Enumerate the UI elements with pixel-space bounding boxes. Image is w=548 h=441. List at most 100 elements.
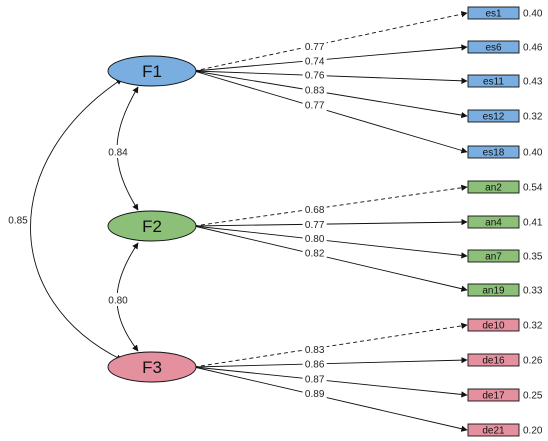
indicator-name: de16 — [482, 356, 505, 367]
error-variance-de10: 0.32 — [523, 321, 543, 332]
loading-label-bg — [302, 98, 327, 112]
correlation-value-f1-f3: 0.85 — [8, 216, 28, 227]
loading-value-de21: 0.89 — [305, 389, 325, 400]
error-variance-an7: 0.35 — [523, 252, 543, 263]
error-variance-an4: 0.41 — [523, 218, 543, 229]
loading-label-bg — [302, 39, 327, 53]
loading-label-bg — [302, 386, 327, 400]
indicator-de17: de17 0.25 — [467, 388, 543, 402]
loading-value-es12: 0.83 — [305, 85, 325, 96]
loading-path-group: 0.770.740.760.830.770.680.770.800.820.83… — [193, 11, 468, 432]
error-variance-es1: 0.40 — [523, 9, 543, 20]
loading-path-es18 — [193, 70, 468, 154]
loading-value-de10: 0.83 — [305, 345, 325, 356]
loading-label-bg — [302, 342, 327, 356]
indicator-es18: es18 0.40 — [467, 145, 543, 159]
indicator-box — [467, 423, 520, 437]
loading-label-bg — [302, 371, 327, 385]
loading-path-es1 — [193, 11, 468, 72]
indicator-box — [467, 353, 520, 367]
loading-label-bg — [302, 53, 327, 67]
error-variance-es18: 0.40 — [523, 148, 543, 159]
loading-label-bg — [302, 357, 327, 371]
correlation-value-f2-f3: 0.80 — [108, 296, 128, 307]
indicator-name: es12 — [483, 112, 505, 123]
loading-value-de17: 0.87 — [305, 374, 325, 385]
loading-path-an2 — [193, 184, 468, 227]
indicator-an4: an4 0.41 — [467, 215, 543, 229]
error-variance-es12: 0.32 — [523, 112, 543, 123]
loading-value-an7: 0.80 — [305, 234, 325, 245]
error-variance-de21: 0.20 — [523, 426, 543, 437]
factor-ellipse — [107, 55, 197, 87]
loading-path-de16 — [193, 356, 468, 368]
loading-value-an4: 0.77 — [305, 220, 325, 231]
factor-correlation-group: 0.84 0.80 0.85 — [6, 78, 139, 361]
indicator-es6: es6 0.46 — [467, 40, 543, 54]
correlation-label-bg — [6, 213, 30, 226]
indicator-de10: de10 0.32 — [467, 318, 543, 332]
factor-f1: F1 — [107, 55, 197, 87]
factor-f3: F3 — [107, 351, 197, 383]
indicator-name: es11 — [483, 77, 504, 88]
error-variance-an19: 0.33 — [523, 286, 543, 297]
factor-ellipse — [107, 210, 197, 242]
loading-path-es11 — [193, 70, 468, 84]
loading-path-an7 — [193, 225, 468, 259]
loading-label-bg — [302, 245, 327, 259]
indicator-box — [467, 109, 520, 123]
indicator-box — [467, 215, 520, 229]
indicator-name: an2 — [485, 183, 502, 194]
indicator-name: an4 — [485, 218, 502, 229]
indicator-box — [467, 74, 520, 88]
indicator-name: es6 — [485, 43, 502, 54]
indicator-de16: de16 0.26 — [467, 353, 543, 367]
indicator-box — [467, 6, 520, 20]
loading-value-es11: 0.76 — [305, 71, 325, 82]
loading-path-an4 — [193, 218, 468, 227]
factor-label: F1 — [142, 62, 162, 81]
loading-value-de16: 0.86 — [305, 360, 325, 371]
indicator-name: de10 — [482, 321, 505, 332]
factor-ellipse — [107, 351, 197, 383]
indicator-box — [467, 145, 520, 159]
indicator-an2: an2 0.54 — [467, 180, 543, 194]
indicator-es12: es12 0.32 — [467, 109, 543, 123]
loading-label-bg — [302, 202, 327, 216]
loading-path-de21 — [193, 366, 468, 432]
error-variance-de17: 0.25 — [523, 391, 543, 402]
indicator-box — [467, 388, 520, 402]
correlation-value-f1-f2: 0.84 — [108, 148, 128, 159]
error-variance-es6: 0.46 — [523, 43, 543, 54]
loading-label-bg — [302, 231, 327, 245]
indicator-box — [467, 318, 520, 332]
indicator-name: de17 — [482, 391, 505, 402]
indicator-box — [467, 40, 520, 54]
indicator-box — [467, 283, 520, 297]
factor-f2: F2 — [107, 210, 197, 242]
loading-path-es6 — [193, 44, 468, 72]
indicator-name: an7 — [485, 252, 502, 263]
correlation-arrow-f1-f3 — [30, 78, 123, 361]
indicator-an7: an7 0.35 — [467, 249, 543, 263]
loading-value-an19: 0.82 — [305, 248, 325, 259]
indicator-box — [467, 249, 520, 263]
loading-value-es18: 0.77 — [305, 101, 325, 112]
indicator-name: es1 — [485, 9, 502, 20]
loading-label-bg — [302, 217, 327, 231]
error-variance-de16: 0.26 — [523, 356, 543, 367]
loading-path-an19 — [193, 225, 468, 292]
loading-value-es1: 0.77 — [305, 42, 325, 53]
error-variance-an2: 0.54 — [523, 183, 543, 194]
indicator-box — [467, 180, 520, 194]
factor-label: F2 — [142, 217, 162, 236]
loading-path-es12 — [193, 70, 468, 119]
loading-label-bg — [302, 68, 327, 82]
indicator-es1: es1 0.40 — [467, 6, 543, 20]
indicator-name: es18 — [483, 148, 505, 159]
